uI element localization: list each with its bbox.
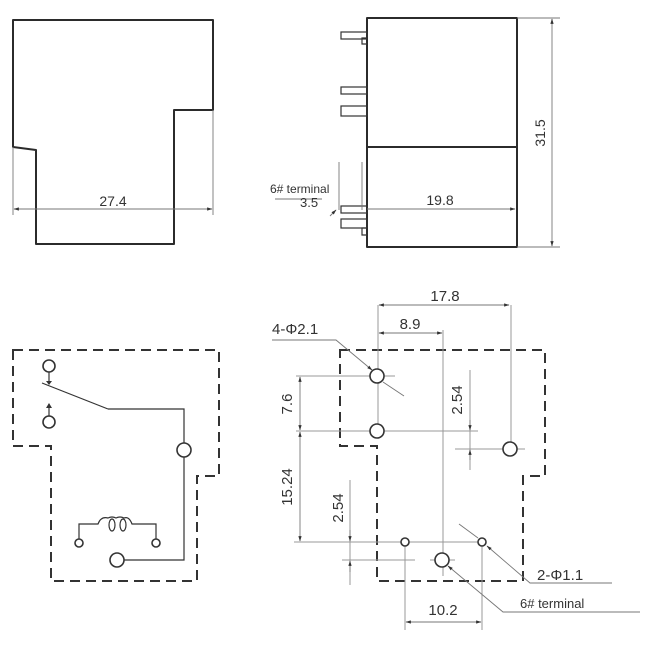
pcb-dim-pitch-bottom: 2.54 — [330, 493, 347, 522]
front-view — [12, 19, 214, 245]
pcb-layout — [272, 303, 640, 630]
leader-4-phi-2-1 — [272, 339, 373, 371]
side-view — [275, 17, 560, 248]
side-terminal-label: 6# terminal — [270, 182, 329, 196]
pcb-dim-horiz-half: 8.9 — [400, 316, 421, 333]
wiring-schematic — [12, 349, 220, 582]
pcb-outline — [339, 349, 546, 582]
pcb-dim-pitch-right: 2.54 — [449, 385, 466, 414]
coil-terminal-icon — [109, 552, 125, 568]
side-height-label: 31.5 — [532, 119, 548, 146]
pcb-dim-bottom-span: 10.2 — [428, 602, 457, 619]
pcb-dim-vert-lower: 15.24 — [279, 468, 296, 506]
terminal-offset-label: 3.5 — [300, 195, 318, 210]
schematic-outline — [12, 349, 220, 582]
pin-5 — [340, 218, 368, 229]
coil-pin-left-icon — [74, 538, 84, 548]
side-depth-label: 19.8 — [426, 192, 453, 208]
coil-pin-right-icon — [151, 538, 161, 548]
pin-3 — [340, 105, 368, 117]
pcb-hole-large-3 — [502, 441, 518, 457]
pcb-hole-large-1 — [369, 368, 385, 384]
coil-icon — [78, 516, 157, 543]
pcb-dim-horiz-total: 17.8 — [430, 288, 459, 305]
pin-2 — [340, 86, 368, 95]
pcb-hole-large-4-terminal6 — [434, 552, 450, 568]
pcb-hole-spec-small: 2-Φ1.1 — [537, 567, 583, 584]
common-contact-icon — [176, 442, 192, 458]
pcb-dim-vert-upper: 7.6 — [279, 394, 296, 415]
leader-2-phi-1-1 — [486, 545, 612, 584]
front-width-label: 27.4 — [99, 193, 126, 209]
pcb-hole-large-2 — [369, 423, 385, 439]
pcb-hole-small-1 — [400, 537, 410, 547]
nc-contact-icon — [42, 359, 56, 373]
no-contact-icon — [42, 415, 56, 429]
side-view-body — [366, 17, 518, 248]
pcb-terminal-label: 6# terminal — [520, 596, 584, 611]
front-view-outline — [12, 19, 214, 245]
pcb-hole-small-2 — [477, 537, 487, 547]
leader-6-terminal — [447, 565, 640, 613]
pin-6-terminal — [340, 205, 368, 214]
armature-switch — [41, 382, 109, 410]
pcb-hole-spec-large: 4-Φ2.1 — [272, 321, 318, 338]
pin-1 — [340, 31, 368, 40]
